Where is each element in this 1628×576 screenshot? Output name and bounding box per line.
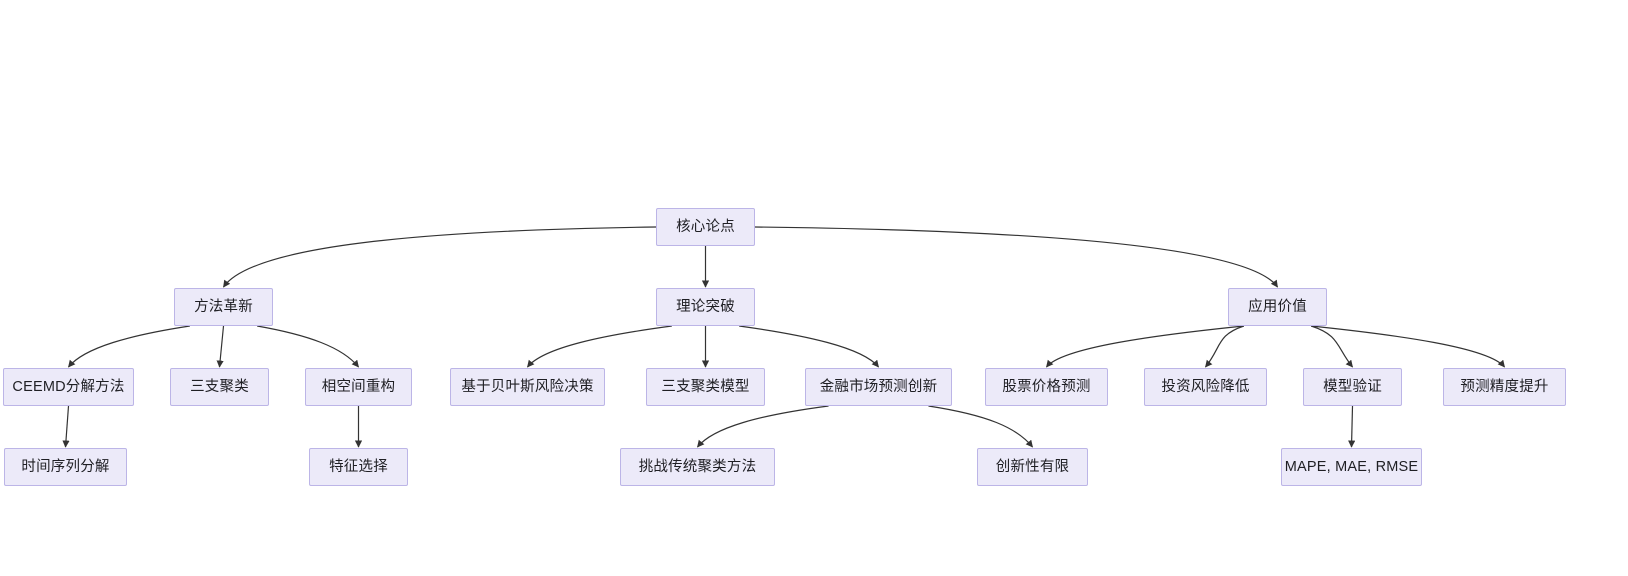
edge-root-to-b3 [754,226,1278,288]
edge-c6-to-d3 [697,405,829,448]
node-d4[interactable]: 创新性有限 [977,448,1088,486]
edge-b1-to-c2 [216,325,225,368]
node-c8[interactable]: 投资风险降低 [1144,368,1267,406]
node-label: 挑战传统聚类方法 [638,458,757,475]
node-label: MAPE, MAE, RMSE [1284,458,1419,475]
edge-b3-to-c8 [1205,325,1245,368]
node-label: 理论突破 [676,298,735,315]
node-d1[interactable]: 时间序列分解 [4,448,127,486]
edge-c9-to-d5 [1348,405,1356,448]
node-label: 核心论点 [676,218,735,235]
node-c7[interactable]: 股票价格预测 [985,368,1108,406]
node-c2[interactable]: 三支聚类 [170,368,269,406]
node-label: 预测精度提升 [1460,378,1549,395]
node-label: 基于贝叶斯风险决策 [461,378,594,395]
edge-b2-to-c4 [527,325,672,368]
node-c3[interactable]: 相空间重构 [305,368,412,406]
node-c1[interactable]: CEEMD分解方法 [3,368,134,406]
node-label: 三支聚类模型 [661,378,750,395]
node-label: 时间序列分解 [21,458,110,475]
node-b1[interactable]: 方法革新 [174,288,273,326]
node-label: CEEMD分解方法 [12,378,125,395]
node-label: 相空间重构 [321,378,396,395]
node-c6[interactable]: 金融市场预测创新 [805,368,952,406]
node-label: 应用价值 [1248,298,1307,315]
edge-b3-to-c9 [1310,325,1353,368]
node-c4[interactable]: 基于贝叶斯风险决策 [450,368,605,406]
node-label: 方法革新 [194,298,253,315]
node-label: 投资风险降低 [1161,378,1250,395]
edge-c1-to-d1 [62,405,70,448]
node-label: 股票价格预测 [1002,378,1091,395]
node-c9[interactable]: 模型验证 [1303,368,1402,406]
edge-b1-to-c1 [68,325,190,368]
edge-root-to-b1 [223,226,657,288]
node-label: 特征选择 [329,458,388,475]
node-label: 金融市场预测创新 [819,378,938,395]
node-root[interactable]: 核心论点 [656,208,755,246]
edge-b3-to-c7 [1046,325,1244,368]
node-b3[interactable]: 应用价值 [1228,288,1327,326]
node-c5[interactable]: 三支聚类模型 [646,368,765,406]
edge-c6-to-d4 [928,405,1033,448]
node-c10[interactable]: 预测精度提升 [1443,368,1566,406]
node-d5[interactable]: MAPE, MAE, RMSE [1281,448,1422,486]
node-label: 模型验证 [1323,378,1382,395]
node-d3[interactable]: 挑战传统聚类方法 [620,448,775,486]
edge-b1-to-c3 [257,325,359,368]
node-b2[interactable]: 理论突破 [656,288,755,326]
edge-b2-to-c6 [739,325,879,368]
node-d2[interactable]: 特征选择 [309,448,408,486]
edge-b3-to-c10 [1311,325,1505,368]
node-label: 创新性有限 [995,458,1070,475]
node-label: 三支聚类 [190,378,249,395]
